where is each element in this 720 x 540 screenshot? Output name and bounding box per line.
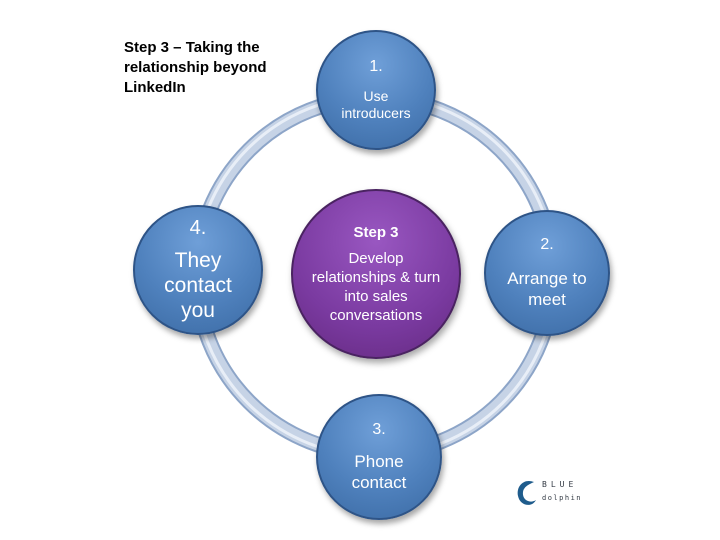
step-node-they-contact-you: 4. They contact you (133, 205, 263, 335)
step-label: Phone contact (351, 452, 407, 492)
dolphin-swirl-icon (517, 480, 536, 505)
step-number: 2. (540, 236, 554, 253)
center-label: Develop relationships & turn into sales … (311, 249, 441, 324)
step-label: Use introducers (341, 88, 411, 121)
center-title: Step 3 (353, 223, 399, 241)
step-node-use-introducers: 1. Use introducers (316, 30, 436, 150)
slide-title: Step 3 – Taking the relationship beyond … (124, 39, 267, 96)
step-number: 1. (369, 58, 383, 75)
step-label: They contact you (164, 249, 232, 322)
step-number: 4. (189, 217, 207, 239)
blue-dolphin-logo: BLUE dolphin (514, 476, 614, 516)
step-label: Arrange to meet (507, 269, 587, 309)
step-node-arrange-to-meet: 2. Arrange to meet (484, 210, 610, 336)
step-node-phone-contact: 3. Phone contact (316, 394, 442, 520)
step-number: 3. (372, 421, 386, 438)
logo-word-blue: BLUE (542, 480, 578, 489)
center-step-node: Step 3 Develop relationships & turn into… (291, 189, 461, 359)
logo-word-dolphin: dolphin (542, 494, 583, 502)
